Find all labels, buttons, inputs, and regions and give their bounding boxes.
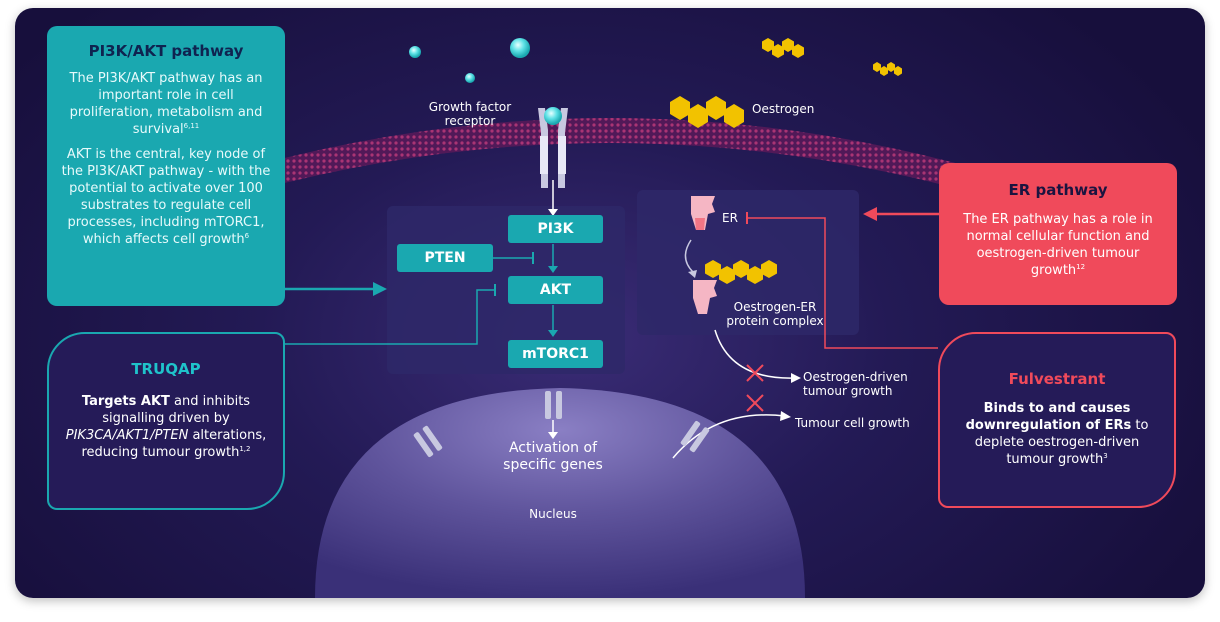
fulvestrant-body: to deplete oestrogen-driven tumour growt…: [974, 418, 1149, 467]
truqap-bold-text: Targets AKT: [81, 394, 170, 409]
pi3k-node: PI3K: [508, 215, 603, 243]
pi3k-panel-text-2: AKT is the central, key node of the PI3K…: [61, 147, 271, 247]
er-cascade-box: [637, 190, 859, 335]
er-panel-title: ER pathway: [1008, 181, 1108, 199]
mtorc1-node: mTORC1: [508, 340, 603, 368]
reference-superscript: 3: [1103, 452, 1108, 460]
tumour-cell-growth-label: Tumour cell growth: [795, 416, 910, 430]
reference-superscript: 6: [244, 232, 250, 240]
block-cross-icon: [746, 364, 764, 382]
cell-membrane: [195, 118, 1025, 208]
oestrogen-label: Oestrogen: [752, 102, 815, 116]
nuclear-pore-icon: [413, 425, 443, 457]
akt-node: AKT: [508, 276, 603, 304]
pi3k-panel-paragraph-1: The PI3K/AKT pathway has an important ro…: [61, 70, 271, 138]
nuclear-pore-icon: [545, 391, 562, 419]
truqap-panel-text: Targets AKT and inhibits signalling driv…: [63, 393, 269, 461]
pi3k-akt-pathway-panel: PI3K/AKT pathway The PI3K/AKT pathway ha…: [47, 26, 285, 306]
pi3k-panel-title: PI3K/AKT pathway: [88, 42, 244, 60]
reference-superscript: 1,2: [239, 445, 251, 453]
oestrogen-er-complex-icon: [693, 260, 777, 314]
truqap-text-2: alterations, reducing tumour growth: [81, 428, 267, 460]
truqap-text-1: and inhibits signalling driven by: [102, 394, 251, 426]
growth-factor-receptor-icon: [538, 107, 568, 188]
growth-factor-molecule: [409, 46, 421, 58]
er-pathway-panel: ER pathway The ER pathway has a role in …: [939, 163, 1177, 305]
er-label: ER: [722, 211, 738, 225]
truqap-gene-text: PIK3CA/AKT1/PTEN: [65, 428, 189, 443]
fulvestrant-panel: Fulvestrant Binds to and causes downregu…: [938, 332, 1176, 508]
oestrogen-molecule-tiny: [873, 62, 902, 76]
block-cross-icon: [746, 394, 764, 412]
fulvestrant-panel-title: Fulvestrant: [1008, 370, 1106, 388]
pi3k-panel-text-1: The PI3K/AKT pathway has an important ro…: [69, 71, 263, 137]
er-panel-text: The ER pathway has a role in normal cell…: [951, 211, 1165, 279]
er-receptor-icon: [691, 196, 715, 230]
reference-superscript: 12: [1076, 263, 1086, 271]
growth-factor-molecule: [465, 73, 475, 83]
diagram-canvas: PI3K PTEN AKT mTORC1 Growth factor recep…: [15, 8, 1205, 598]
growth-factor-receptor-label: Growth factor receptor: [428, 100, 512, 128]
fulvestrant-panel-text: Binds to and causes downregulation of ER…: [952, 400, 1162, 468]
oestrogen-driven-growth-label: Oestrogen-driven tumour growth: [803, 370, 908, 398]
er-panel-body: The ER pathway has a role in normal cell…: [963, 212, 1153, 278]
fulvestrant-bold-text: Binds to and causes downregulation of ER…: [965, 401, 1132, 433]
pathway-graphic: [195, 38, 1025, 598]
truqap-panel: TRUQAP Targets AKT and inhibits signalli…: [47, 332, 285, 510]
truqap-panel-title: TRUQAP: [131, 360, 201, 378]
activation-label: Activation of specific genes: [503, 440, 603, 473]
oestrogen-er-complex-label: Oestrogen-ER protein complex: [726, 300, 824, 328]
nuclear-pore-icon: [680, 421, 710, 453]
nucleus-label: Nucleus: [529, 507, 577, 521]
oestrogen-molecule: [670, 96, 744, 128]
reference-superscript: 6,11: [183, 122, 200, 130]
growth-factor-molecule: [510, 38, 530, 58]
pi3k-panel-paragraph-2: AKT is the central, key node of the PI3K…: [61, 146, 271, 248]
oestrogen-molecule-small: [762, 38, 804, 58]
pten-node: PTEN: [397, 244, 493, 272]
